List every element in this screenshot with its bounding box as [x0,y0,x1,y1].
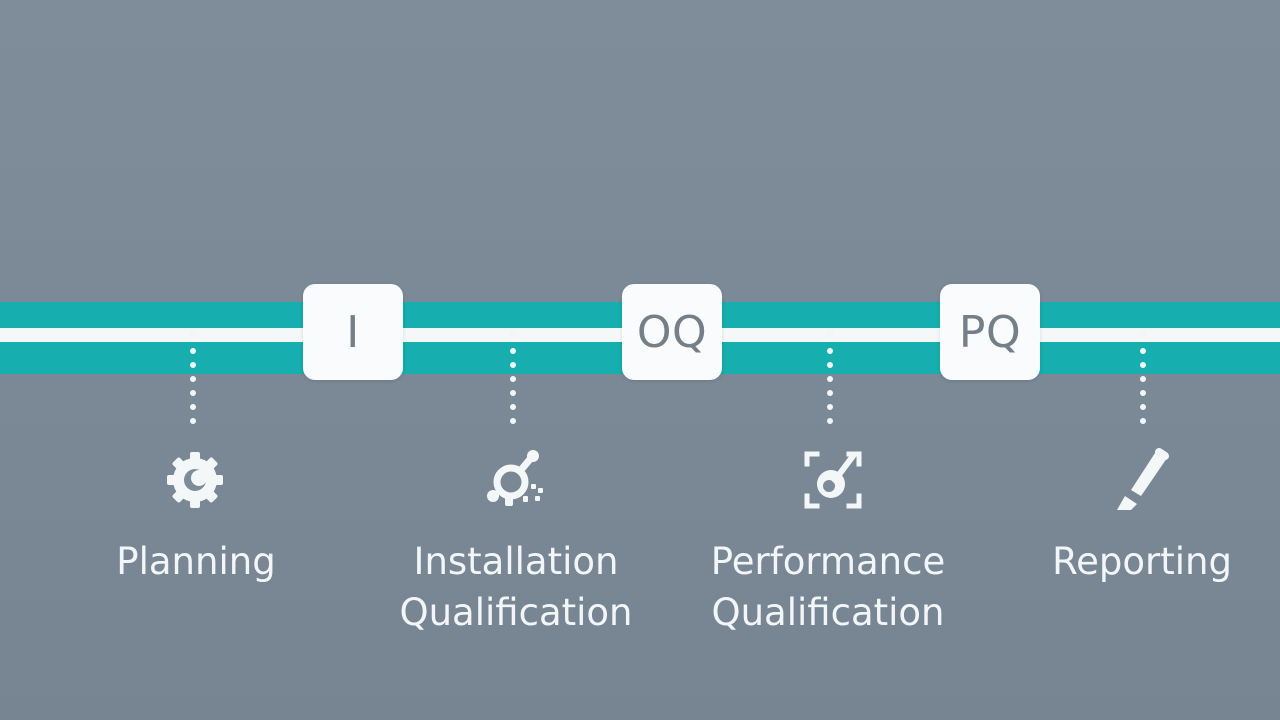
connector-installation [509,330,517,430]
phase-label: OQ [636,306,708,358]
connector-reporting [1139,330,1147,430]
step-label-reporting: Reporting [1052,540,1232,583]
phase-label: PQ [958,306,1022,358]
phase-box-i: I [303,284,403,380]
pen-icon [1107,440,1187,520]
connector-planning [189,330,197,430]
phase-box-oq: OQ [622,284,722,380]
connector-performance [826,330,834,430]
target-scan-icon [793,440,873,520]
step-label-installation-qualification: Installation Qualification [399,540,633,634]
step-label-planning: Planning [116,540,276,583]
plumbing-joint-icon [475,440,555,520]
phase-box-pq: PQ [940,284,1040,380]
gear-icon [155,440,235,520]
phase-label: I [346,306,360,358]
step-label-performance-qualification: Performance Qualification [710,540,946,634]
